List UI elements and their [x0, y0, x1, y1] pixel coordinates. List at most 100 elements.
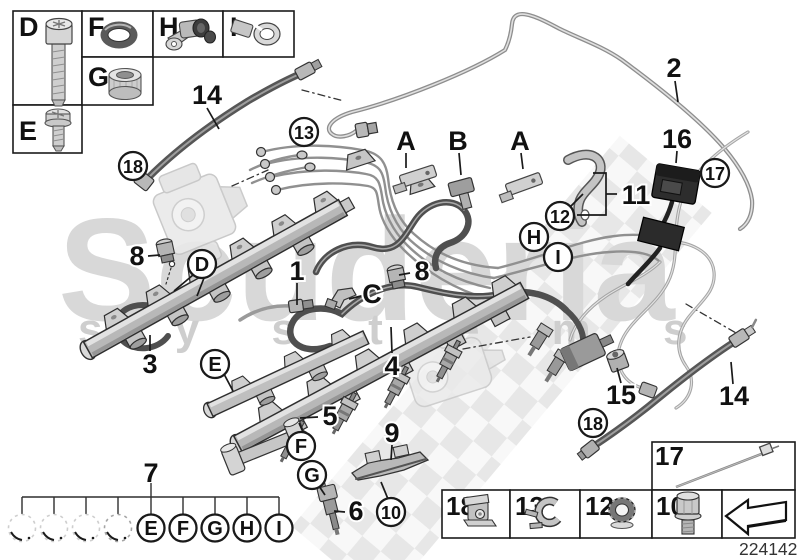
callout-label[interactable]: A: [394, 124, 418, 158]
callout-circled-10[interactable]: 10: [375, 481, 407, 528]
callout-label[interactable]: 13: [294, 123, 314, 143]
callout-A[interactable]: A: [394, 124, 418, 168]
clamp-icon: [462, 493, 498, 527]
callout-15[interactable]: 15: [604, 367, 638, 412]
pipe-end-fitting: [638, 381, 658, 399]
callout-circle[interactable]: [288, 116, 320, 148]
pressure-sensor-8: [386, 264, 407, 290]
callout-label[interactable]: 17: [705, 164, 725, 184]
callout-label[interactable]: H: [527, 227, 541, 249]
diagram-artwork: [79, 14, 758, 536]
callout-circle[interactable]: [199, 348, 231, 380]
callout-label[interactable]: D: [195, 254, 209, 276]
injector-6: [315, 477, 340, 536]
ghost-remnant-mark: [10, 531, 23, 541]
svg-text:F: F: [177, 518, 189, 540]
injector: [435, 339, 463, 383]
callout-11[interactable]: 11: [577, 172, 653, 216]
callout-circled-I[interactable]: I: [542, 241, 574, 273]
tree-node-E[interactable]: E: [136, 513, 166, 543]
callout-label[interactable]: 8: [412, 254, 431, 288]
callout-label[interactable]: G: [304, 465, 320, 487]
callout-B[interactable]: B: [446, 124, 470, 176]
callout-1[interactable]: 1: [287, 254, 307, 305]
screw-plug-icon: [674, 491, 702, 535]
callout-label[interactable]: E: [208, 354, 221, 376]
callout-circled-H[interactable]: H: [518, 221, 550, 253]
tree-label[interactable]: 7: [141, 456, 160, 490]
callout-label[interactable]: 15: [604, 378, 638, 412]
callout-circle[interactable]: [699, 157, 731, 189]
callout-label[interactable]: 3: [140, 347, 159, 381]
callout-label[interactable]: 14: [717, 379, 751, 413]
callout-label[interactable]: C: [360, 277, 384, 311]
callout-label[interactable]: 14: [190, 78, 224, 112]
callout-9[interactable]: 9: [382, 416, 402, 461]
tree-node-G[interactable]: G: [200, 513, 230, 543]
reference-lines: [231, 89, 737, 350]
hose-fitting: [294, 58, 323, 81]
callout-label[interactable]: 10: [381, 503, 401, 523]
callout-5[interactable]: 5: [299, 399, 340, 433]
callout-6[interactable]: 6: [333, 494, 366, 528]
callout-circled-F[interactable]: F: [285, 422, 317, 462]
legend-label-F: F: [88, 12, 105, 42]
callout-label[interactable]: 5: [320, 399, 339, 433]
callout-circle[interactable]: [296, 459, 328, 491]
injector: [331, 391, 359, 435]
tree-node-F[interactable]: F: [168, 513, 198, 543]
callout-A[interactable]: A: [508, 124, 532, 170]
callout-circled-D[interactable]: D: [173, 248, 218, 297]
callout-label[interactable]: 9: [382, 416, 401, 450]
callout-circle[interactable]: [542, 241, 574, 273]
callout-label[interactable]: 18: [583, 414, 603, 434]
callout-circle[interactable]: [375, 496, 407, 528]
callout-8[interactable]: 8: [127, 239, 161, 273]
heat-shield-9: [351, 444, 430, 481]
callout-label[interactable]: 18: [123, 157, 143, 177]
callout-circle[interactable]: [285, 430, 317, 462]
callout-label[interactable]: 6: [346, 494, 365, 528]
callout-14[interactable]: 14: [190, 78, 224, 130]
callout-2[interactable]: 2: [664, 51, 684, 103]
callout-circled-18[interactable]: 18: [117, 150, 149, 182]
ghost-remnant-mark: [42, 531, 55, 541]
tree-node-H[interactable]: H: [232, 513, 262, 543]
callout-circle[interactable]: [577, 407, 609, 439]
ghost-remnant-mark: [106, 531, 119, 541]
callout-label[interactable]: I: [555, 247, 561, 269]
callout-circled-G[interactable]: G: [296, 459, 328, 496]
callout-8[interactable]: 8: [398, 254, 432, 288]
ghost-remnant-dot: [27, 536, 31, 540]
callout-label[interactable]: 16: [660, 122, 694, 156]
callout-C[interactable]: C: [348, 277, 384, 311]
callout-circle[interactable]: [117, 150, 149, 182]
callout-label[interactable]: 1: [287, 254, 306, 288]
callout-label[interactable]: 11: [620, 178, 653, 212]
clamp-C: [324, 287, 357, 311]
callout-circled-E[interactable]: E: [199, 348, 234, 392]
callout-circle[interactable]: [544, 200, 576, 232]
callout-circle[interactable]: [518, 221, 550, 253]
callout-3[interactable]: 3: [140, 335, 160, 381]
callout-4[interactable]: 4: [382, 326, 402, 383]
callout-circled-13[interactable]: 13: [288, 116, 320, 148]
tree-node-I[interactable]: I: [264, 513, 294, 543]
callout-circled-12[interactable]: 12: [544, 193, 584, 232]
callout-circled-18[interactable]: 18: [577, 407, 609, 439]
callout-label[interactable]: 4: [382, 349, 401, 383]
callout-label[interactable]: 2: [664, 51, 683, 85]
callout-label[interactable]: A: [508, 124, 532, 158]
callout-circle[interactable]: [186, 248, 218, 280]
callout-label[interactable]: F: [295, 436, 307, 458]
svg-text:G: G: [207, 518, 223, 540]
tree-node-ghost: [71, 513, 101, 543]
callout-label[interactable]: 8: [127, 239, 146, 273]
callout-16[interactable]: 16: [660, 122, 694, 164]
fuel-rail-small: [202, 328, 370, 419]
callout-14[interactable]: 14: [717, 361, 751, 413]
callout-circled-17[interactable]: 17: [699, 157, 731, 189]
callout-label[interactable]: 12: [550, 207, 570, 227]
callout-label[interactable]: B: [446, 124, 470, 158]
